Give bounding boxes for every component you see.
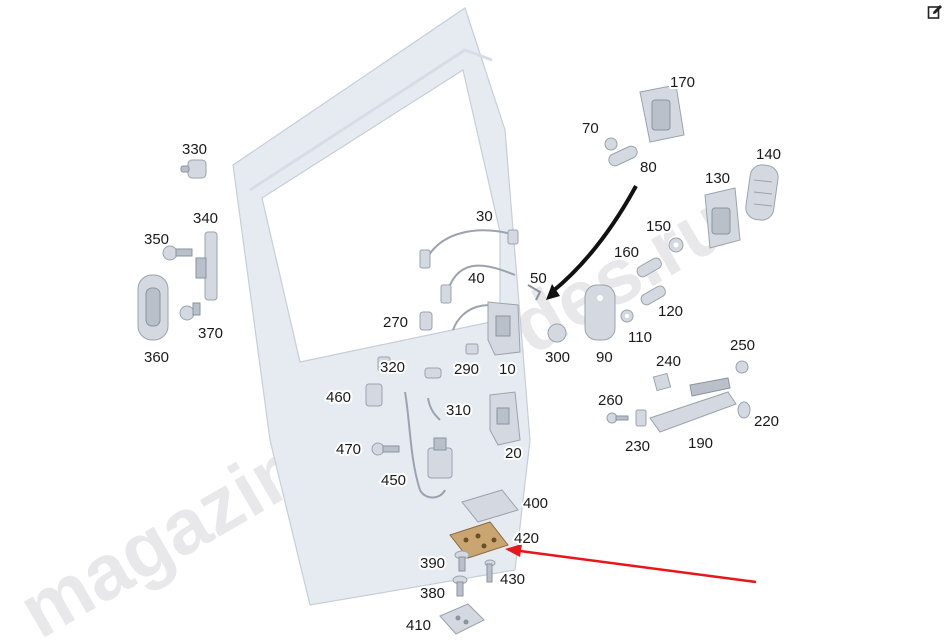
callout-320[interactable]: 320 [378,357,407,378]
plate-410 [439,603,485,635]
edit-icon[interactable] [927,4,943,20]
callout-390[interactable]: 390 [418,553,447,574]
handle-190 [649,377,737,433]
callout-50[interactable]: 50 [528,268,549,289]
callout-310[interactable]: 310 [444,400,473,421]
part-320 [377,356,442,379]
bolt-70 [604,137,618,151]
callout-150[interactable]: 150 [644,216,673,237]
actuator-450 [427,437,453,479]
bolt-120 [640,285,666,306]
part-370 [179,302,201,321]
callout-160[interactable]: 160 [612,242,641,263]
callout-400[interactable]: 400 [521,493,550,514]
gasket-230 [635,409,647,427]
cable-40 [440,264,516,304]
callout-40[interactable]: 40 [466,268,487,289]
clip-50 [527,284,542,301]
screw-380 [452,575,468,597]
cover-140 [745,164,779,221]
callout-370[interactable]: 370 [196,323,225,344]
callout-360[interactable]: 360 [142,347,171,368]
callout-470[interactable]: 470 [334,439,363,460]
bumper-300 [547,323,567,343]
callout-410[interactable]: 410 [404,615,433,636]
screw-390 [454,550,470,572]
part-470 [371,442,400,456]
highlight-arrow [519,549,757,584]
plate-400 [461,489,519,523]
callout-460[interactable]: 460 [324,387,353,408]
hinge-130 [704,187,741,249]
callout-290[interactable]: 290 [452,359,481,380]
callout-240[interactable]: 240 [654,351,683,372]
edit-icon-glyph [927,5,942,19]
callout-250[interactable]: 250 [728,335,757,356]
callout-350[interactable]: 350 [142,229,171,250]
callout-270[interactable]: 270 [381,312,410,333]
callout-340[interactable]: 340 [191,208,220,229]
callout-300[interactable]: 300 [543,347,572,368]
callout-190[interactable]: 190 [686,433,715,454]
callout-140[interactable]: 140 [754,144,783,165]
callout-220[interactable]: 220 [752,411,781,432]
callout-10[interactable]: 10 [497,359,518,380]
callout-230[interactable]: 230 [623,436,652,457]
screw-260 [606,412,629,424]
cable-30 [419,229,519,269]
callout-450[interactable]: 450 [379,470,408,491]
part-330 [180,159,207,179]
cable-310 [404,391,446,499]
bolt-250 [735,360,749,374]
callout-170[interactable]: 170 [668,72,697,93]
callout-70[interactable]: 70 [580,118,601,139]
callout-130[interactable]: 130 [703,168,732,189]
part-270 [419,311,433,331]
callout-120[interactable]: 120 [656,301,685,322]
callout-420[interactable]: 420 [512,528,541,549]
assembly-arrowhead [546,284,560,300]
lock-10 [487,301,521,356]
plate-90 [584,284,616,341]
washer-110 [620,309,634,323]
part-350 [162,245,193,261]
callout-110[interactable]: 110 [626,327,654,348]
cap-220 [737,401,751,419]
assembly-arrow [550,185,638,294]
part-360 [137,274,169,341]
callout-80[interactable]: 80 [638,157,659,178]
callout-labels: 330 340 350 360 370 30 40 50 270 290 10 … [142,72,783,636]
callout-430[interactable]: 430 [498,569,527,590]
callout-380[interactable]: 380 [418,583,447,604]
bolt-160 [636,257,662,278]
gasket-420 [449,521,509,559]
callout-90[interactable]: 90 [594,347,615,368]
callout-20[interactable]: 20 [503,443,524,464]
washer-150 [668,237,684,253]
pin-80 [608,145,638,167]
callout-330[interactable]: 330 [180,139,209,160]
highlight-arrowhead [505,544,522,557]
callout-30[interactable]: 30 [474,206,495,227]
part-460 [365,383,383,407]
callout-260[interactable]: 260 [596,390,625,411]
gasket-240 [652,372,672,392]
lock-20 [489,391,521,446]
hinge-170 [639,84,685,143]
part-340 [195,231,218,301]
screw-430 [484,559,496,583]
tailgate-door [232,7,531,606]
